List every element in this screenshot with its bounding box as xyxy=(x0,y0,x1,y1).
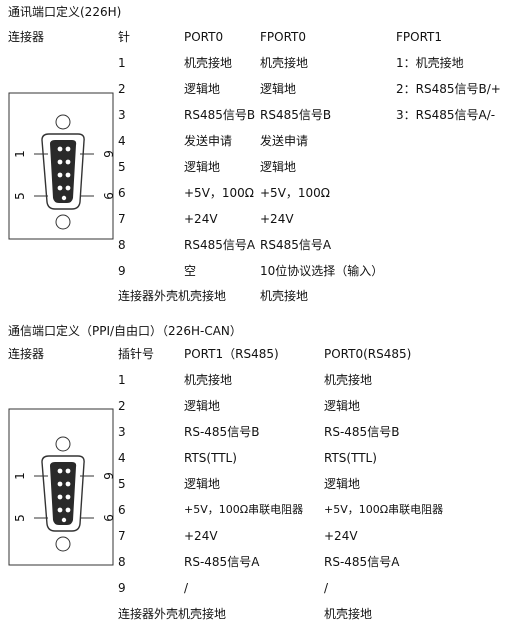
fport1-value: 1：机壳接地 xyxy=(396,56,464,70)
port0-value: RS485信号B xyxy=(184,108,256,122)
pin-number: 6 xyxy=(118,186,126,200)
fport1-value: 2：RS485信号B/+ xyxy=(396,82,501,96)
pin-number: 9 xyxy=(118,264,126,278)
port0-value: 逻辑地 xyxy=(324,399,361,413)
header-fport1: FPORT1 xyxy=(396,30,443,44)
fport0-value: 发送申请 xyxy=(260,134,309,148)
port0-value: RS-485信号B xyxy=(324,425,400,439)
pin-number: 7 xyxy=(118,529,126,543)
section-title: 通讯端口定义(226H) xyxy=(8,5,122,19)
pin-number: 7 xyxy=(118,212,126,226)
header-connector: 连接器 xyxy=(8,347,45,361)
pin-number: 8 xyxy=(118,555,126,569)
fport0-value: +5V，100Ω xyxy=(260,186,330,200)
port0-value: RS485信号A xyxy=(184,238,256,252)
pin-number: 4 xyxy=(118,134,126,148)
header-port0: PORT0(RS485) xyxy=(324,347,412,361)
pin-label-1: 1 xyxy=(13,472,27,480)
port0-value: 空 xyxy=(184,264,197,278)
port1-value: RS-485信号A xyxy=(184,555,260,569)
port0-value: 逻辑地 xyxy=(184,82,221,96)
port1-value: +5V，100Ω串联电阻器 xyxy=(184,503,304,516)
header-pin: 针 xyxy=(118,30,131,44)
port1-value: 机壳接地 xyxy=(184,373,233,387)
db9-connector-diagram: 1 5 6 9 xyxy=(8,408,114,566)
pin-label-6: 6 xyxy=(101,150,114,158)
port0-value: RTS(TTL) xyxy=(324,451,377,465)
pin-number: 9 xyxy=(118,581,126,595)
db9-connector-icon: 1 5 6 9 xyxy=(8,92,114,240)
db9-connector-icon: 1 5 6 9 xyxy=(8,408,114,566)
pin-label-1: 1 xyxy=(13,150,27,158)
header-connector: 连接器 xyxy=(8,30,45,44)
section-title: 通信端口定义（PPI/自由口）（226H-CAN） xyxy=(8,324,242,338)
pin-label-9: 9 xyxy=(101,514,114,522)
fport0-value: 逻辑地 xyxy=(260,82,297,96)
port0-value: 机壳接地 xyxy=(324,373,373,387)
pin-number: 1 xyxy=(118,373,126,387)
pin-label-6: 6 xyxy=(101,472,114,480)
pin-number: 3 xyxy=(118,108,126,122)
port0-value: +5V，100Ω串联电阻器 xyxy=(324,503,444,516)
footer-port0: 机壳接地 xyxy=(324,607,373,621)
port0-value: +5V，100Ω xyxy=(184,186,254,200)
port0-value: +24V xyxy=(324,529,358,543)
footer-label: 连接器外壳 xyxy=(118,607,179,621)
pin-number: 8 xyxy=(118,238,126,252)
pin-label-9: 9 xyxy=(101,192,114,200)
pin-label-5: 5 xyxy=(13,514,27,522)
footer-fport0: 机壳接地 xyxy=(260,289,309,303)
pin-number: 4 xyxy=(118,451,126,465)
pin-number: 2 xyxy=(118,399,126,413)
fport0-value: 10位协议选择（输入） xyxy=(260,264,384,278)
pin-number: 1 xyxy=(118,56,126,70)
port0-value: RS-485信号A xyxy=(324,555,400,569)
fport0-value: 逻辑地 xyxy=(260,160,297,174)
port1-value: RS-485信号B xyxy=(184,425,260,439)
port0-value: 发送申请 xyxy=(184,134,233,148)
port1-value: +24V xyxy=(184,529,218,543)
header-pin: 插针号 xyxy=(118,347,155,361)
fport0-value: 机壳接地 xyxy=(260,56,309,70)
pin-number: 3 xyxy=(118,425,126,439)
pin-number: 6 xyxy=(118,503,126,517)
fport0-value: RS485信号B xyxy=(260,108,332,122)
pin-number: 2 xyxy=(118,82,126,96)
pin-label-5: 5 xyxy=(13,192,27,200)
port0-value: +24V xyxy=(184,212,218,226)
header-fport0: FPORT0 xyxy=(260,30,307,44)
port0-value: 机壳接地 xyxy=(184,56,233,70)
fport1-value: 3：RS485信号A/- xyxy=(396,108,496,122)
db9-connector-diagram: 1 5 6 9 xyxy=(8,92,114,240)
footer-label: 连接器外壳 xyxy=(118,289,179,303)
pin-number: 5 xyxy=(118,477,126,491)
port0-value: / xyxy=(324,581,329,595)
port1-value: 逻辑地 xyxy=(184,477,221,491)
pin-number: 5 xyxy=(118,160,126,174)
fport0-value: +24V xyxy=(260,212,294,226)
port0-value: 逻辑地 xyxy=(324,477,361,491)
port1-value: / xyxy=(184,581,189,595)
footer-port1: 机壳接地 xyxy=(178,607,227,621)
port0-value: 逻辑地 xyxy=(184,160,221,174)
header-port1: PORT1（RS485) xyxy=(184,347,279,361)
port1-value: RTS(TTL) xyxy=(184,451,237,465)
footer-port0: 机壳接地 xyxy=(178,289,227,303)
port1-value: 逻辑地 xyxy=(184,399,221,413)
header-port0: PORT0 xyxy=(184,30,224,44)
fport0-value: RS485信号A xyxy=(260,238,332,252)
